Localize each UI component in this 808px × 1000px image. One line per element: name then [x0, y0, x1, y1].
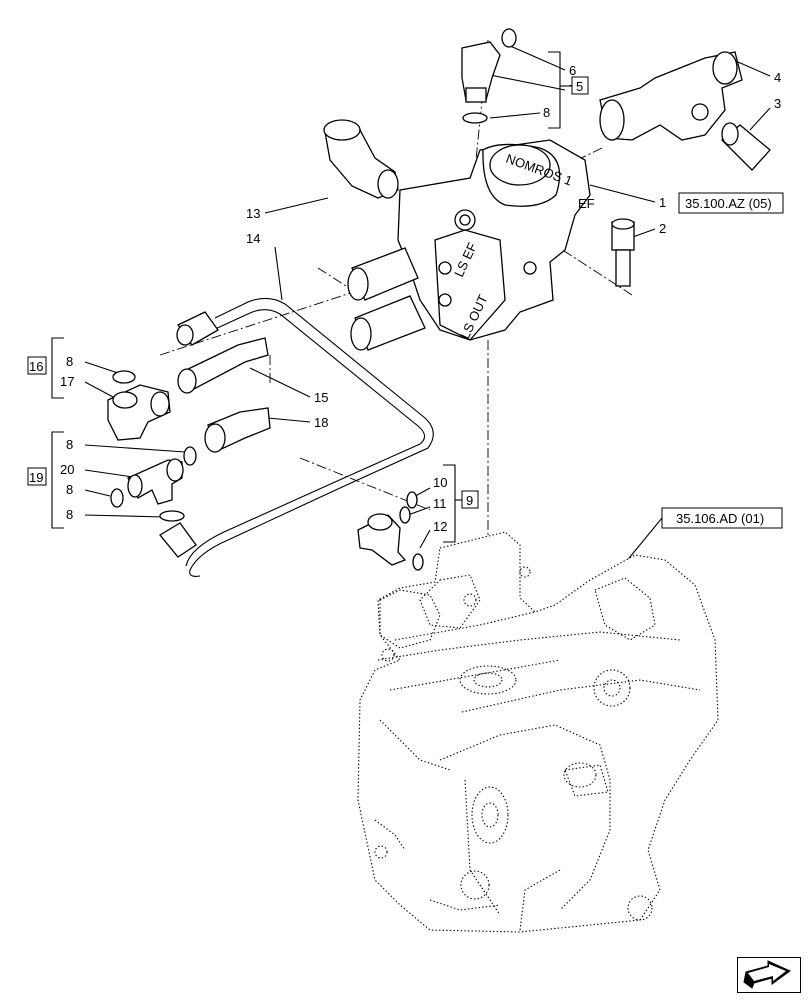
callout-15: 15	[314, 390, 328, 405]
callout-8-group19-bottom: 8	[66, 507, 73, 522]
elbow-fitting-7	[461, 28, 517, 124]
reference-labels: 35.100.AZ (05) 35.106.AD (01)	[661, 192, 784, 529]
elbow-fitting-12	[357, 513, 407, 566]
o-ring-10	[406, 491, 418, 509]
adapter-fitting-4	[599, 51, 743, 141]
group-5: 5	[576, 79, 583, 94]
pump-reference: 35.106.AD (01)	[676, 511, 764, 526]
o-ring-8-group19-mid	[110, 488, 124, 508]
tee-fitting-20	[127, 458, 184, 505]
group-16: 16	[29, 359, 43, 374]
next-page-button[interactable]	[737, 957, 801, 993]
callout-labels: 6 7 8 4 3 1 2 13 14 15 18 8 17 8 20 8 8 …	[60, 63, 781, 534]
o-ring-11	[399, 506, 411, 524]
callout-8-group19-mid: 8	[66, 482, 73, 497]
callout-14: 14	[246, 231, 260, 246]
hydraulic-tube-14	[185, 297, 434, 577]
callout-10: 10	[433, 475, 447, 490]
union-fitting-18	[204, 407, 271, 453]
next-page-arrow-icon	[743, 960, 791, 989]
group-labels: 5 16 19 9	[27, 76, 589, 509]
o-ring-8-group19-bottom	[159, 510, 185, 522]
callout-3: 3	[774, 96, 781, 111]
hydraulic-pump-reference	[357, 531, 719, 933]
control-valve-block: NOMROS 1 LS EF LS OUT EF	[347, 139, 595, 351]
callout-11: 11	[433, 496, 447, 511]
tube-nut	[176, 311, 219, 346]
callout-4: 4	[774, 70, 781, 85]
o-ring-8-group9	[412, 553, 424, 571]
callout-8-group16: 8	[66, 354, 73, 369]
leader-lines	[51, 44, 771, 564]
callout-12: 12	[433, 519, 447, 534]
group-9: 9	[466, 493, 473, 508]
callout-20: 20	[60, 462, 74, 477]
callout-8-group19-top: 8	[66, 437, 73, 452]
callout-13: 13	[246, 206, 260, 221]
callout-17: 17	[60, 374, 74, 389]
callout-18: 18	[314, 415, 328, 430]
quick-coupler-3	[721, 122, 771, 171]
elbow-fitting-13	[323, 119, 399, 199]
callout-2: 2	[659, 221, 666, 236]
straight-fitting-15	[177, 337, 269, 394]
group-19: 19	[29, 470, 43, 485]
callout-8-group5: 8	[543, 105, 550, 120]
callout-1: 1	[659, 195, 666, 210]
valve-marking-ef: EF	[578, 196, 595, 211]
valve-reference: 35.100.AZ (05)	[685, 196, 772, 211]
callout-6: 6	[569, 63, 576, 78]
elbow-fitting-17	[107, 384, 171, 441]
o-ring-8-group19-top	[183, 446, 197, 466]
o-ring-8-group16	[112, 370, 136, 384]
bolt-2	[611, 218, 635, 287]
tube-end-nut	[159, 522, 197, 558]
